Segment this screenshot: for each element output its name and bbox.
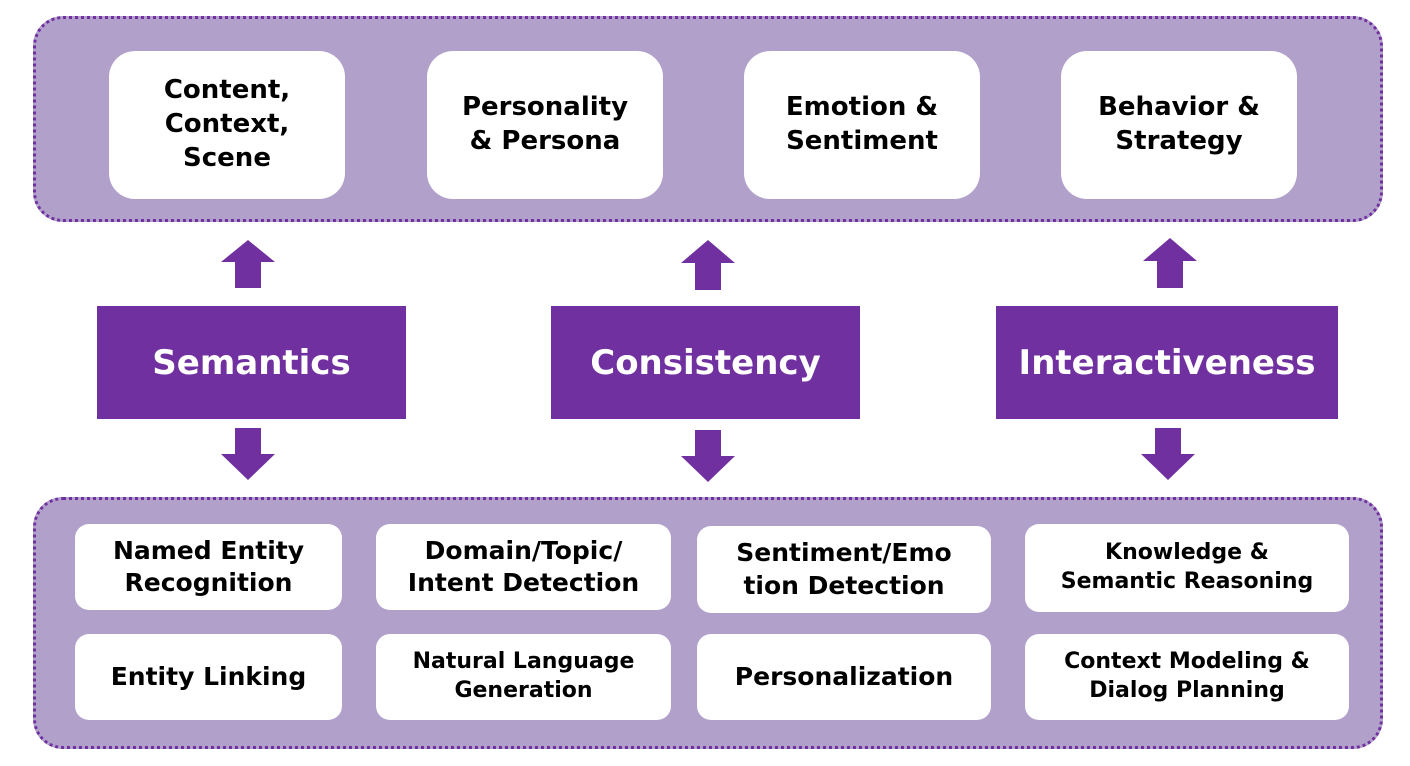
pillar-semantics: Semantics [97, 306, 406, 419]
task-sentiment-emotion-detection: Sentiment/Emo tion Detection [697, 526, 991, 613]
up-arrow-icon [681, 240, 735, 290]
task-natural-language-generation: Natural Language Generation [376, 634, 671, 720]
task-named-entity-recognition: Named Entity Recognition [75, 524, 342, 610]
task-personalization: Personalization [697, 634, 991, 720]
task-domain-topic-intent-detection: Domain/Topic/ Intent Detection [376, 524, 671, 610]
up-arrow-icon [221, 240, 275, 288]
down-arrow-icon [681, 430, 735, 482]
down-arrow-icon [1141, 428, 1195, 480]
task-context-modeling-dialog-planning: Context Modeling & Dialog Planning [1025, 634, 1349, 720]
task-entity-linking: Entity Linking [75, 634, 342, 720]
top-box-personality-persona: Personality & Persona [427, 51, 663, 199]
pillar-consistency: Consistency [551, 306, 860, 419]
top-box-emotion-sentiment: Emotion & Sentiment [744, 51, 980, 199]
top-box-behavior-strategy: Behavior & Strategy [1061, 51, 1297, 199]
pillar-interactiveness: Interactiveness [996, 306, 1338, 419]
up-arrow-icon [1143, 238, 1197, 288]
down-arrow-icon [221, 428, 275, 480]
task-knowledge-semantic-reasoning: Knowledge & Semantic Reasoning [1025, 524, 1349, 612]
top-box-content-context-scene: Content, Context, Scene [109, 51, 345, 199]
